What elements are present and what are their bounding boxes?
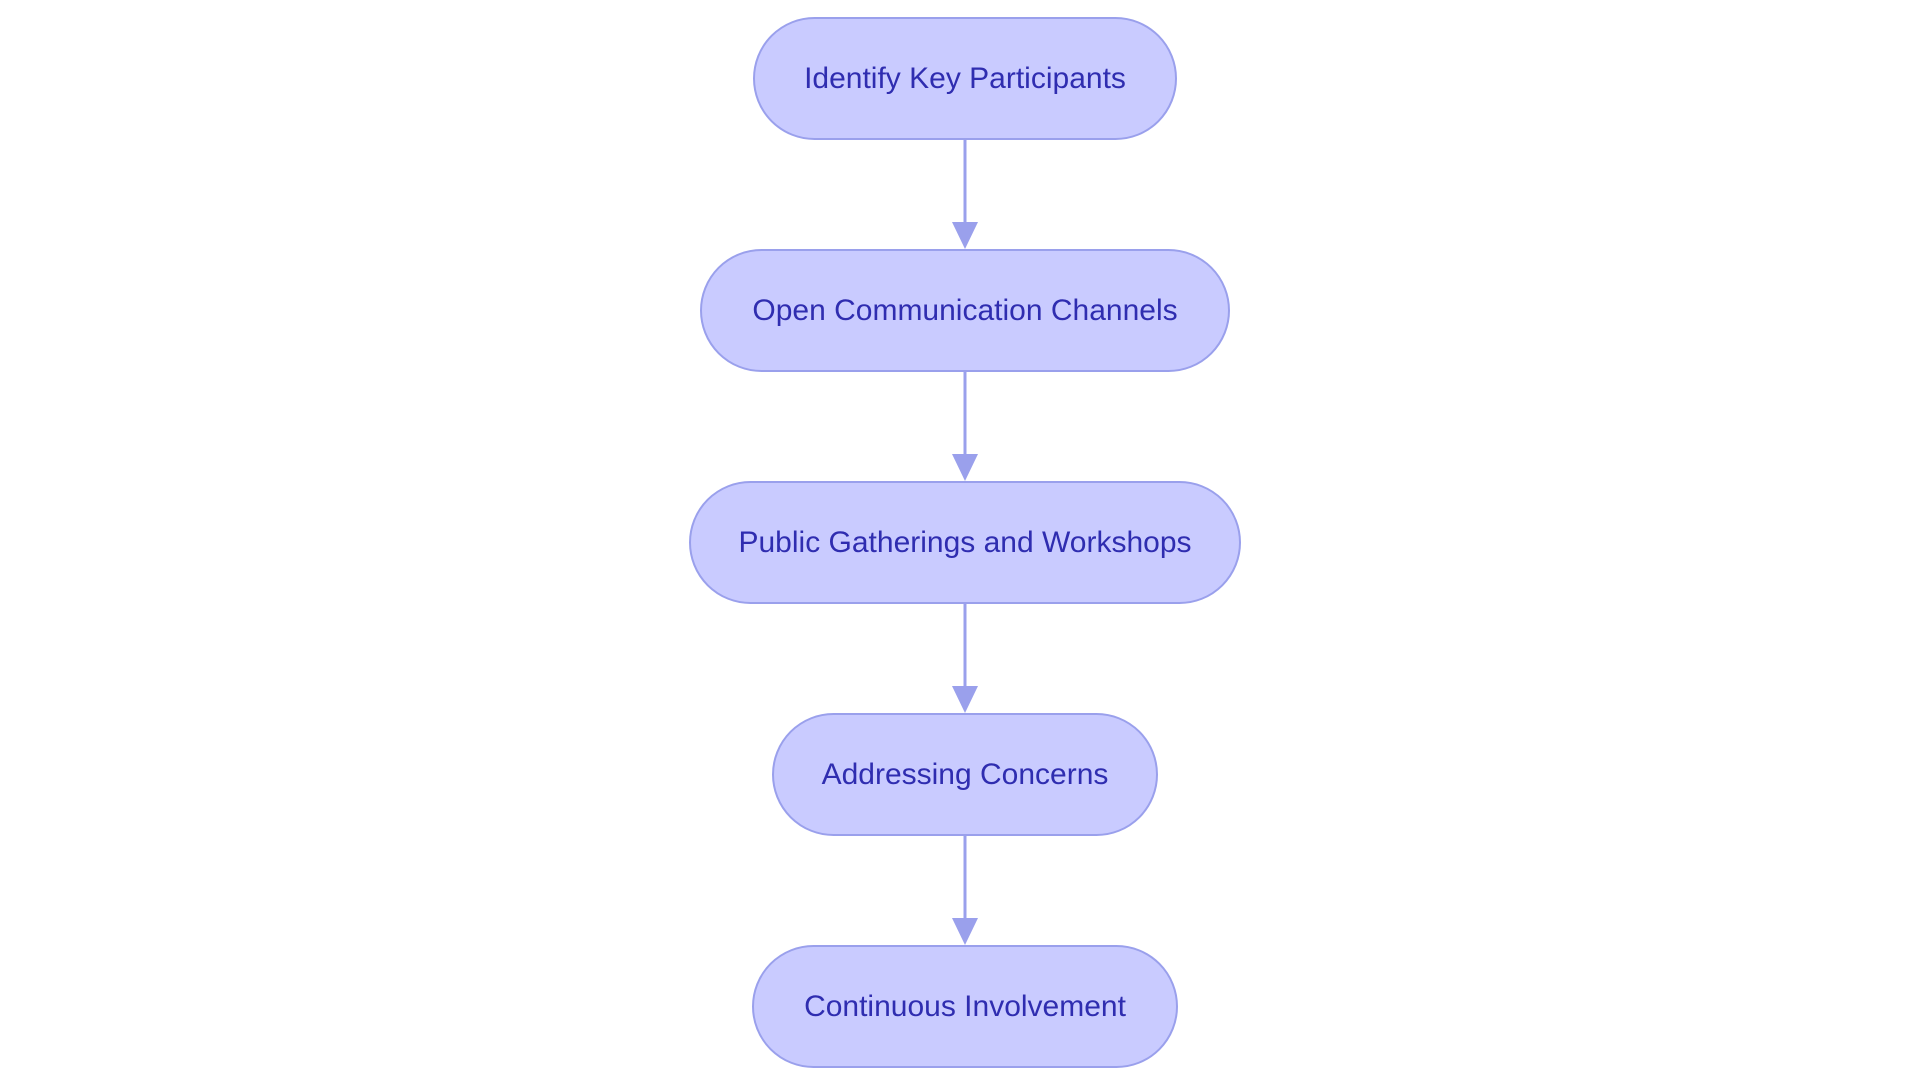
flow-node-addressing-concerns: Addressing Concerns xyxy=(772,713,1158,836)
edge-1-to-2 xyxy=(952,140,978,249)
flow-node-public-gatherings-and-workshops: Public Gatherings and Workshops xyxy=(689,481,1241,604)
arrowhead-icon xyxy=(952,222,978,249)
flow-node-continuous-involvement: Continuous Involvement xyxy=(752,945,1178,1068)
flow-node-label: Open Communication Channels xyxy=(752,293,1178,327)
edge-4-to-5 xyxy=(952,836,978,945)
flow-node-label: Addressing Concerns xyxy=(821,757,1109,791)
arrowhead-icon xyxy=(952,454,978,481)
edge-2-to-3 xyxy=(952,372,978,481)
flow-node-label: Identify Key Participants xyxy=(804,61,1126,95)
arrowhead-icon xyxy=(952,918,978,945)
arrowhead-icon xyxy=(952,686,978,713)
flow-node-label: Public Gatherings and Workshops xyxy=(738,525,1192,559)
edge-3-to-4 xyxy=(952,604,978,713)
flow-node-label: Continuous Involvement xyxy=(804,989,1126,1023)
flow-node-open-communication-channels: Open Communication Channels xyxy=(700,249,1230,372)
flow-node-identify-key-participants: Identify Key Participants xyxy=(753,17,1177,140)
